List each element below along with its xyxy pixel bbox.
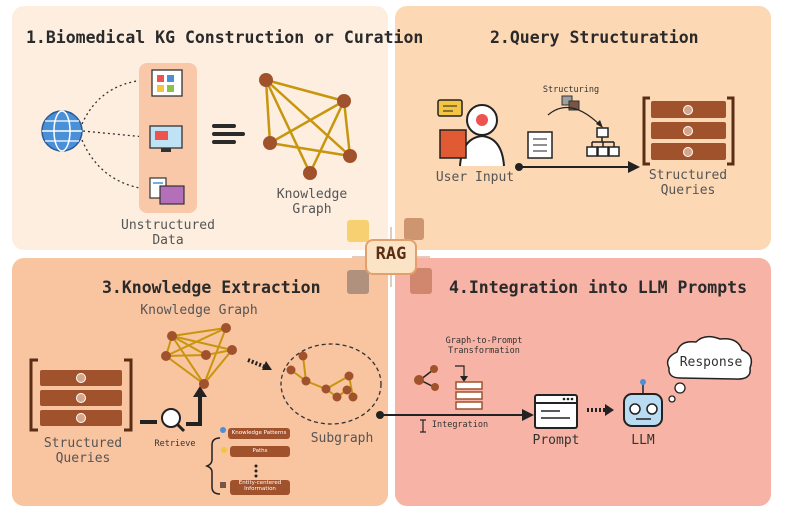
extraction-title: 3.Knowledge Extraction (102, 278, 321, 297)
subgraph-node (332, 392, 342, 402)
rag-label: RAG (375, 244, 407, 264)
retrieve-label: Retrieve (154, 439, 196, 449)
folder-icon (149, 177, 185, 205)
knowledge-graphs (161, 73, 358, 402)
kg-construction-edge (265, 78, 345, 103)
subgraph-node (348, 392, 358, 402)
paths-item: Paths (230, 446, 290, 457)
llm-label: LLM (631, 433, 655, 448)
cubes-icon (561, 95, 580, 111)
subgraph-node (286, 365, 296, 375)
kg-extraction-edge (203, 327, 227, 385)
cloud-icon (666, 335, 753, 403)
kg-construction-node (303, 166, 317, 180)
kg-label-extraction: Knowledge Graph (140, 303, 258, 318)
structuring-arrow (547, 106, 601, 126)
integration-label: Integration (431, 420, 489, 430)
chat-bubble-icon (437, 99, 463, 117)
retrieve-arrow (186, 395, 202, 426)
kg-construction-edge (264, 79, 312, 174)
subgraph-node (342, 385, 352, 395)
kg-extraction-node (161, 351, 171, 361)
rag-arrows (352, 227, 430, 287)
subgraph-node (321, 384, 331, 394)
document-icon (527, 131, 553, 159)
response-label: Response (679, 355, 743, 370)
stack-icon (455, 381, 483, 410)
document-stack-icon (151, 69, 183, 97)
kg-label-top: Knowledge Graph (276, 187, 348, 217)
kg-extraction-network (161, 323, 237, 389)
kg-extraction-edge (171, 327, 227, 337)
monitor-icon (149, 125, 183, 152)
subgraph-node (298, 351, 308, 361)
kg-construction-edge (342, 100, 352, 157)
entity-centered-item: Entity-centered Information (230, 480, 290, 495)
structured-queries-stack-right (642, 96, 735, 166)
kg-construction-edge (308, 100, 346, 174)
user-input-label: User Input (435, 170, 515, 185)
subgraph-node (301, 376, 311, 386)
structured-queries-label-right: Structured Queries (648, 168, 728, 198)
structured-queries-stack-left (29, 358, 133, 432)
data-source-connectors (81, 79, 146, 190)
kg-extraction-node (199, 379, 209, 389)
kg-extraction-node (167, 331, 177, 341)
kg-extraction-edge (171, 335, 233, 351)
kg-construction-node (263, 136, 277, 150)
magnifier-icon (161, 408, 186, 433)
kg-construction-node (259, 73, 273, 87)
kg-extraction-edge (203, 349, 233, 385)
construction-title: 1.Biomedical KG Construction or Curation (26, 28, 424, 47)
kg-extraction-node (227, 345, 237, 355)
kg-extraction-edge (165, 327, 227, 357)
kg-construction-node (337, 94, 351, 108)
kg-construction-network (259, 73, 357, 180)
kg-extraction-node (201, 350, 211, 360)
kg-construction-edge (264, 79, 272, 144)
browser-window-icon (534, 394, 578, 429)
robot-icon (623, 379, 663, 427)
retrieval-brace (204, 437, 221, 495)
kg-extraction-node (221, 323, 231, 333)
item-ellipsis (254, 464, 258, 478)
structured-queries-label-left: Structured Queries (43, 436, 123, 466)
prompt-label: Prompt (532, 433, 580, 448)
structuring-label: Structuring (542, 85, 600, 95)
kg-construction-edge (265, 79, 351, 157)
kg-construction-node (343, 149, 357, 163)
hierarchy-icon (586, 127, 620, 157)
subgraph-network (286, 351, 358, 402)
share-nodes-icon (414, 365, 439, 391)
rag-badge (347, 218, 432, 294)
integration-title: 4.Integration into LLM Prompts (449, 278, 748, 297)
graph-to-prompt-label: Graph-to-Prompt Transformation (445, 336, 523, 356)
transform-arrow (455, 365, 465, 378)
kg-extraction-edge (171, 335, 205, 385)
subgraph-label: Subgraph (310, 431, 374, 446)
kg-construction-edge (269, 99, 345, 145)
subgraph-boundary (280, 343, 382, 425)
kg-construction-edge (269, 141, 351, 158)
kg-extraction-edge (165, 355, 205, 385)
subgraph-node (344, 371, 354, 381)
globe-icon (41, 110, 83, 152)
arrow-lines-icon (212, 124, 245, 144)
text-cursor-icon (420, 419, 426, 433)
knowledge-patterns-item: Knowledge Patterns (228, 428, 290, 439)
structuration-title: 2.Query Structuration (490, 28, 699, 47)
user-headset-icon (439, 104, 505, 167)
item-icons (220, 427, 227, 488)
unstructured-data-label: Unstructured Data (121, 218, 215, 248)
